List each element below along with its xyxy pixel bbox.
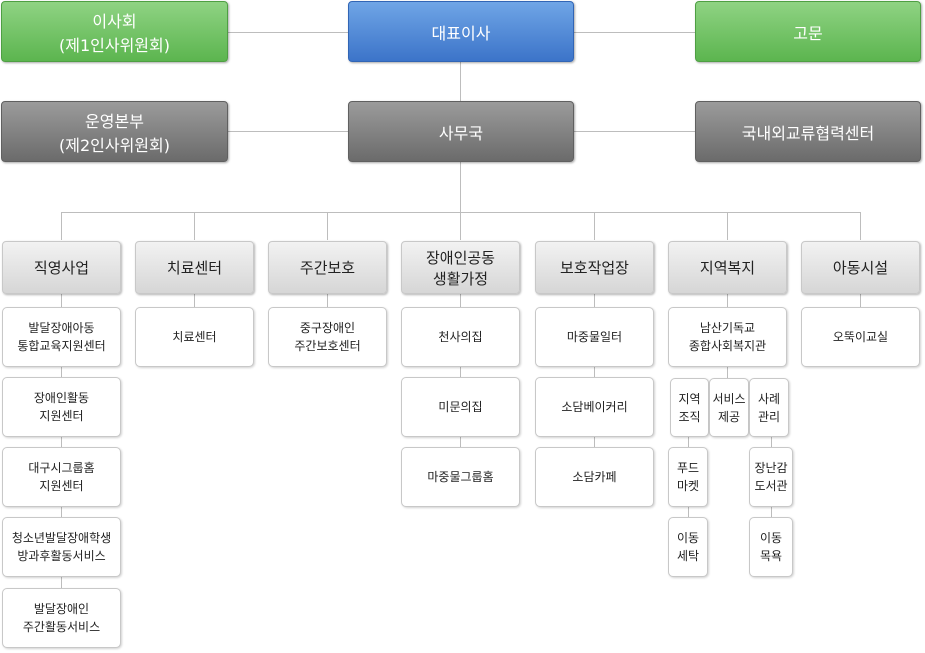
sub-unit-box: 이동 목욕 (749, 517, 793, 577)
department-box: 장애인공동 생활가정 (401, 241, 520, 294)
unit-box: 청소년발달장애학생 방과후활동서비스 (2, 517, 121, 577)
unit-box: 오뚝이교실 (801, 307, 920, 367)
sub-unit-box: 사례 관리 (749, 378, 789, 437)
connector-line (860, 294, 861, 308)
unit-box: 발달장애인 주간활동서비스 (2, 588, 121, 648)
connector-line (860, 212, 861, 240)
unit-box: 마중물그룹홈 (401, 447, 520, 507)
board-box: 이사회 (제1인사위원회) (1, 1, 228, 62)
unit-box: 마중물일터 (535, 307, 654, 367)
connector-line (194, 294, 195, 308)
unit-box: 중구장애인 주간보호센터 (268, 307, 387, 367)
unit-box: 장애인활동 지원센터 (2, 377, 121, 437)
ceo-box: 대표이사 (348, 1, 574, 62)
sub-unit-box: 이동 세탁 (668, 517, 708, 577)
department-box: 보호작업장 (535, 241, 654, 294)
secretariat-box: 사무국 (348, 101, 574, 162)
unit-box: 소담베이커리 (535, 377, 654, 437)
unit-box: 천사의집 (401, 307, 520, 367)
department-box: 치료센터 (135, 241, 254, 294)
department-box: 아동시설 (801, 241, 920, 294)
unit-box: 발달장애아동 통합교육지원센터 (2, 307, 121, 367)
sub-unit-box: 서비스 제공 (709, 378, 749, 437)
connector-line (594, 212, 595, 240)
department-box: 직영사업 (2, 241, 121, 294)
advisor-box: 고문 (695, 1, 921, 62)
connector-line (594, 294, 595, 454)
connector-line (460, 212, 461, 240)
connector-line (61, 294, 62, 594)
department-box: 지역복지 (668, 241, 787, 294)
department-box: 주간보호 (268, 241, 387, 294)
unit-box: 미문의집 (401, 377, 520, 437)
unit-box: 남산기독교 종합사회복지관 (668, 307, 787, 367)
connector-line (61, 212, 861, 213)
intl-center-box: 국내외교류협력센터 (695, 101, 921, 162)
connector-line (727, 212, 728, 240)
connector-line (194, 212, 195, 240)
ops-box: 운영본부 (제2인사위원회) (1, 101, 228, 162)
connector-line (61, 212, 62, 240)
unit-box: 치료센터 (135, 307, 254, 367)
connector-line (327, 212, 328, 240)
connector-line (460, 294, 461, 454)
unit-box: 대구시그룹홈 지원센터 (2, 447, 121, 507)
sub-unit-box: 푸드 마켓 (668, 447, 708, 507)
sub-unit-box: 장난감 도서관 (749, 447, 793, 507)
sub-unit-box: 지역 조직 (670, 378, 709, 437)
connector-line (327, 294, 328, 308)
unit-box: 소담카페 (535, 447, 654, 507)
